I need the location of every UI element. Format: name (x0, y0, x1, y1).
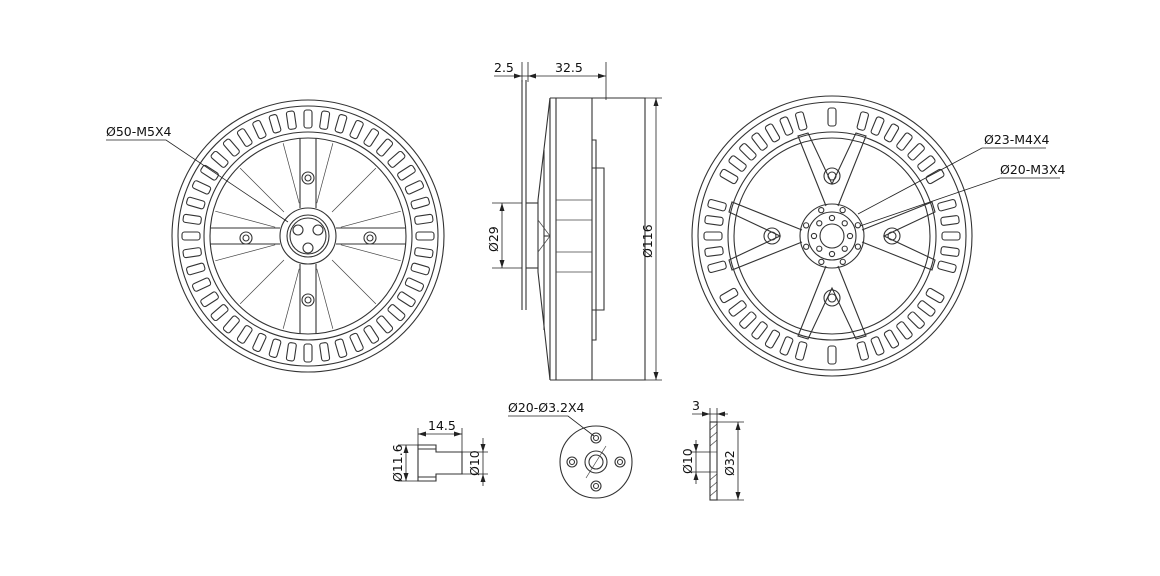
front-thread-label: Ø50-M5X4 (106, 124, 172, 139)
back-thread-label-top: Ø23-M4X4 (984, 132, 1050, 147)
back-slots (703, 107, 961, 365)
back-hub-holes (802, 206, 862, 266)
side-flange-dim: 2.5 (494, 60, 514, 75)
side-outer-dim: Ø116 (640, 224, 655, 258)
front-view: Ø50-M5X4 (106, 99, 445, 373)
washer-detail: 3 Ø10 Ø32 (680, 398, 744, 501)
shaft-detail: 14.5 Ø11.6 Ø10 (390, 418, 488, 486)
washer-outer-dim: Ø32 (722, 450, 737, 476)
back-view: Ø23-M4X4 Ø20-M3X4 (691, 95, 1066, 377)
side-length-dim: 32.5 (555, 60, 583, 75)
front-slots (181, 109, 435, 363)
back-thread-label-bottom: Ø20-M3X4 (1000, 162, 1066, 177)
front-rays (215, 143, 401, 329)
shaft-length-dim: 14.5 (428, 418, 456, 433)
washer-inner-dim: Ø10 (680, 448, 695, 474)
flange-detail: Ø20-Ø3.2X4 (508, 400, 633, 499)
front-spokes (210, 138, 406, 334)
flange-hole-label: Ø20-Ø3.2X4 (508, 400, 585, 415)
washer-thickness-dim: 3 (692, 398, 700, 413)
side-view: 2.5 32.5 Ø29 Ø116 (486, 60, 662, 381)
side-shaft-dim: Ø29 (486, 226, 501, 252)
shaft-right-dim: Ø10 (467, 450, 482, 476)
back-spokes (728, 132, 936, 340)
shaft-left-dim: Ø11.6 (390, 444, 405, 482)
